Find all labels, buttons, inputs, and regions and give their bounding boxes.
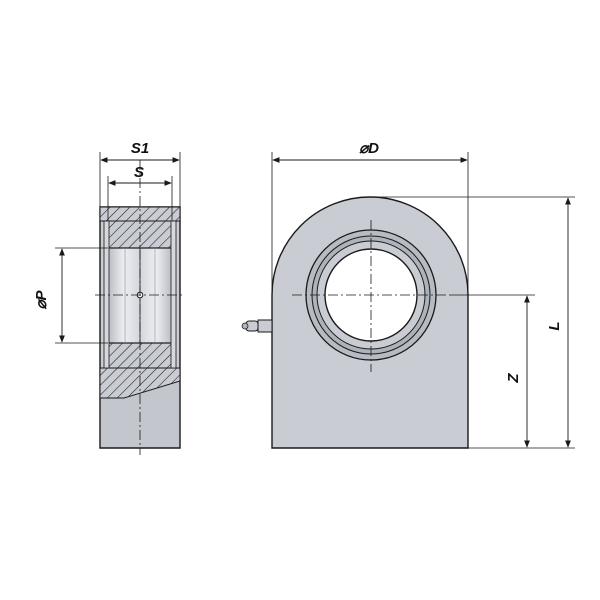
grease-nipple-icon — [241, 319, 273, 333]
dim-s1-label: S1 — [131, 140, 149, 157]
dim-l-label: L — [546, 321, 563, 330]
dim-p-label: ⌀P — [33, 289, 50, 309]
side-section-view: S1 S ⌀P — [33, 140, 185, 455]
dim-z-label: Z — [505, 373, 522, 384]
dim-d-label: ⌀D — [359, 140, 379, 157]
dim-s-label: S — [134, 164, 144, 181]
front-view: ⌀D Z L — [241, 140, 575, 449]
